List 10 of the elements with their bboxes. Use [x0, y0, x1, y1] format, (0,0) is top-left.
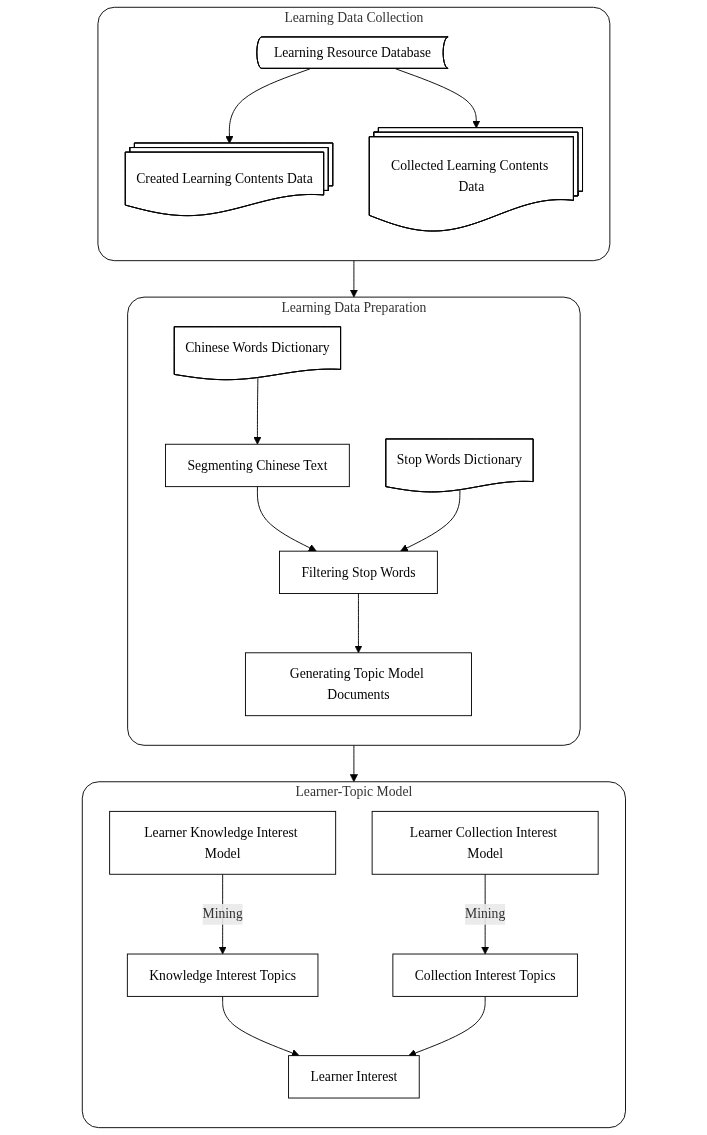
node-box: Segmenting Chinese Text	[164, 443, 350, 488]
node-box: Learner Collection Interest Model	[371, 810, 599, 875]
node-box: Learner Knowledge Interest Model	[108, 810, 336, 875]
edge-label: Mining	[464, 906, 505, 922]
edge-label: Mining	[202, 906, 243, 922]
node-box: Filtering Stop Words	[278, 550, 438, 594]
node-box: Collection Interest Topics	[392, 953, 578, 997]
node-box: Knowledge Interest Topics	[126, 953, 318, 997]
node-box: Generating Topic Model Documents	[244, 652, 472, 717]
node-box: Learner Interest	[287, 1055, 420, 1099]
